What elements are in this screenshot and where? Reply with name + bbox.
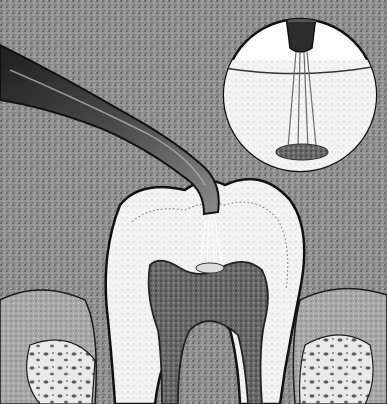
bone-left — [27, 340, 95, 404]
bone-right — [300, 335, 373, 404]
spray-impact — [196, 263, 224, 273]
